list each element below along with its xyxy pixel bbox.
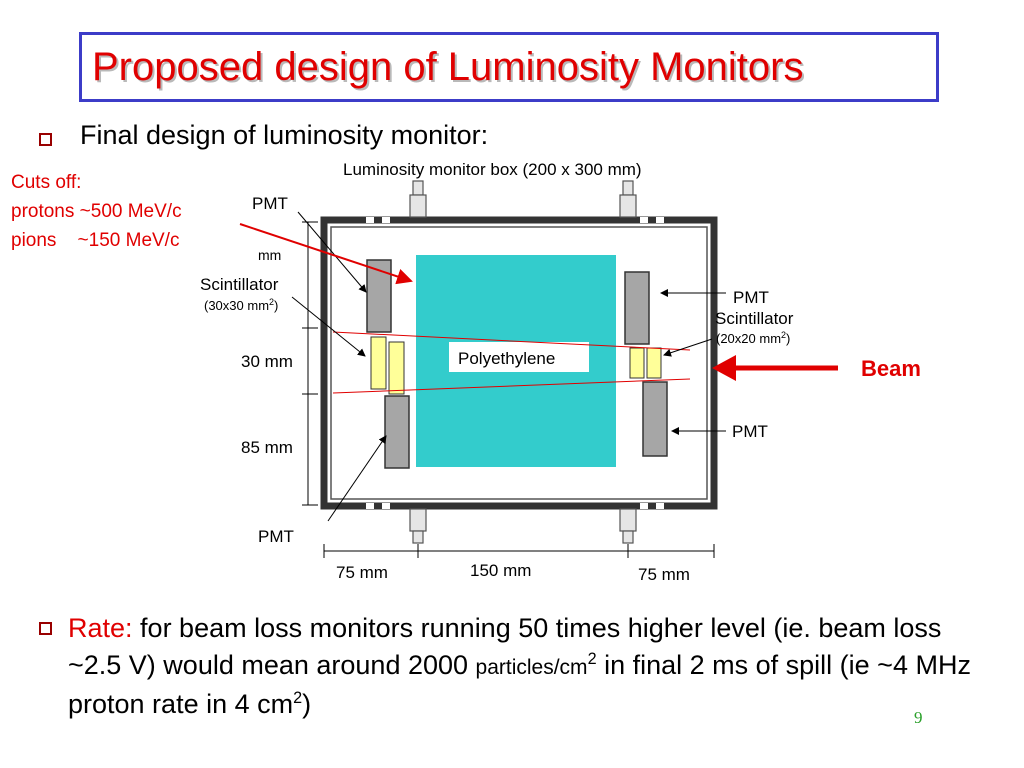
- bullet-1-text: Final design of luminosity monitor:: [80, 120, 489, 150]
- box-slots: [366, 217, 664, 509]
- cuts-note: Cuts off: protons ~500 MeV/c pions ~150 …: [11, 168, 182, 255]
- pmt-bottom-left-label: PMT: [258, 527, 294, 546]
- bullet-2-text: Rate: for beam loss monitors running 50 …: [68, 613, 971, 719]
- beam-line-bottom: [332, 378, 691, 394]
- pmt-right-bottom-label: PMT: [732, 422, 768, 441]
- pmt-right-top-label: PMT: [733, 288, 769, 307]
- pmt-right-bottom: [642, 381, 668, 457]
- dim-75mm-left: 75 mm: [336, 563, 388, 582]
- beam-line-top: [332, 331, 691, 351]
- cuts-arrow: [239, 223, 413, 285]
- pmt-left-bottom: [384, 395, 410, 469]
- scintillator-left-label: Scintillator: [200, 275, 279, 294]
- rate-label: Rate:: [68, 613, 133, 643]
- scintillator-right-size: (20x20 mm2): [716, 330, 790, 346]
- scintillator-right-label: Scintillator: [715, 309, 794, 328]
- mounting-feet: [409, 180, 637, 544]
- page-number: 9: [914, 708, 923, 727]
- horizontal-dimension: [323, 544, 715, 558]
- bullet-marker-1: [39, 133, 52, 146]
- slide-title: Proposed design of Luminosity Monitors: [92, 45, 804, 89]
- dim-150mm: 150 mm: [470, 561, 531, 580]
- mm-left-label: mm: [258, 247, 281, 263]
- cuts-line-1: Cuts off:: [11, 172, 82, 193]
- box-title: Luminosity monitor box (200 x 300 mm): [343, 160, 642, 179]
- vertical-dimension: [302, 221, 318, 506]
- scintillator-right-2: [646, 347, 662, 379]
- scintillator-left-2: [388, 341, 405, 395]
- pmt-top-left-label: PMT: [252, 194, 288, 213]
- scintillator-left-size: (30x30 mm2): [204, 297, 278, 313]
- pmt-right-top: [624, 271, 650, 345]
- beam-label: Beam: [861, 356, 921, 381]
- cuts-line-3: pions ~150 MeV/c: [11, 230, 180, 251]
- title-box: Proposed design of Luminosity Monitors: [79, 32, 939, 102]
- dim-75mm-right: 75 mm: [638, 565, 690, 584]
- bullet-marker-2: [39, 622, 52, 635]
- dim-85mm-label: 85 mm: [241, 438, 293, 457]
- polyethylene-label-box: [449, 342, 589, 372]
- left-leaders: [291, 211, 387, 522]
- scintillator-right-1: [629, 347, 645, 379]
- cuts-line-2: protons ~500 MeV/c: [11, 201, 182, 222]
- scintillator-left-1: [370, 336, 387, 390]
- beam-arrow-head: [712, 355, 736, 381]
- polyethylene-label: Polyethylene: [458, 349, 555, 368]
- right-leaders: [660, 289, 726, 435]
- dim-30mm-label: 30 mm: [241, 352, 293, 371]
- monitor-box-inner: [330, 226, 708, 500]
